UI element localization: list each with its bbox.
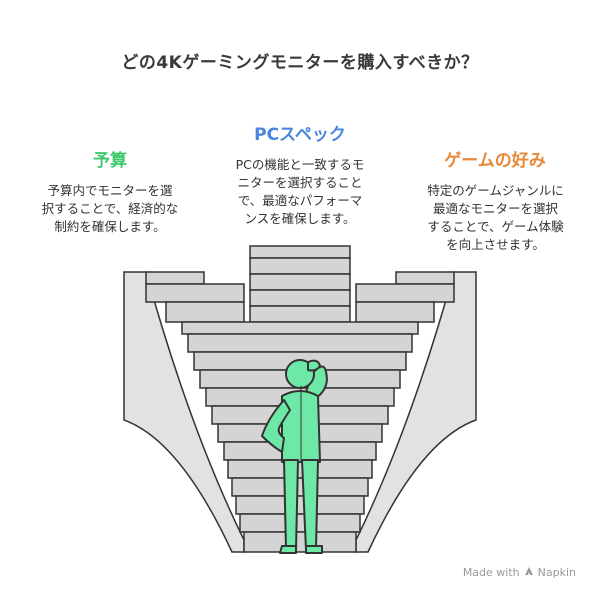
brand-text: Made with (462, 566, 520, 579)
napkin-logo-icon (524, 566, 534, 579)
center-stairs (249, 245, 351, 323)
page-title: どの4Kゲーミングモニターを購入すべきか？ (121, 53, 479, 73)
brand-name: Napkin (537, 566, 576, 579)
option-game-preference-title: ゲームの好み (444, 151, 546, 171)
left-stairs (145, 271, 245, 323)
option-pc-spec-title: PCスペック (254, 125, 346, 145)
thinking-person (261, 359, 328, 554)
right-stairs (355, 271, 455, 323)
option-budget-description: 予算内でモニターを選択することで、経済的な制約を確保します。 (41, 183, 179, 234)
option-game-preference-description: 特定のゲームジャンルに最適なモニターを選択することで、ゲーム体験を向上させます。 (427, 183, 564, 252)
napkin-brand: Made with Napkin (463, 566, 576, 579)
option-budget-title: 予算 (93, 151, 127, 171)
option-pc-spec-description: PCの機能と一致するモニターを選択することで、最適なパフォーマンスを確保します。 (235, 157, 365, 226)
